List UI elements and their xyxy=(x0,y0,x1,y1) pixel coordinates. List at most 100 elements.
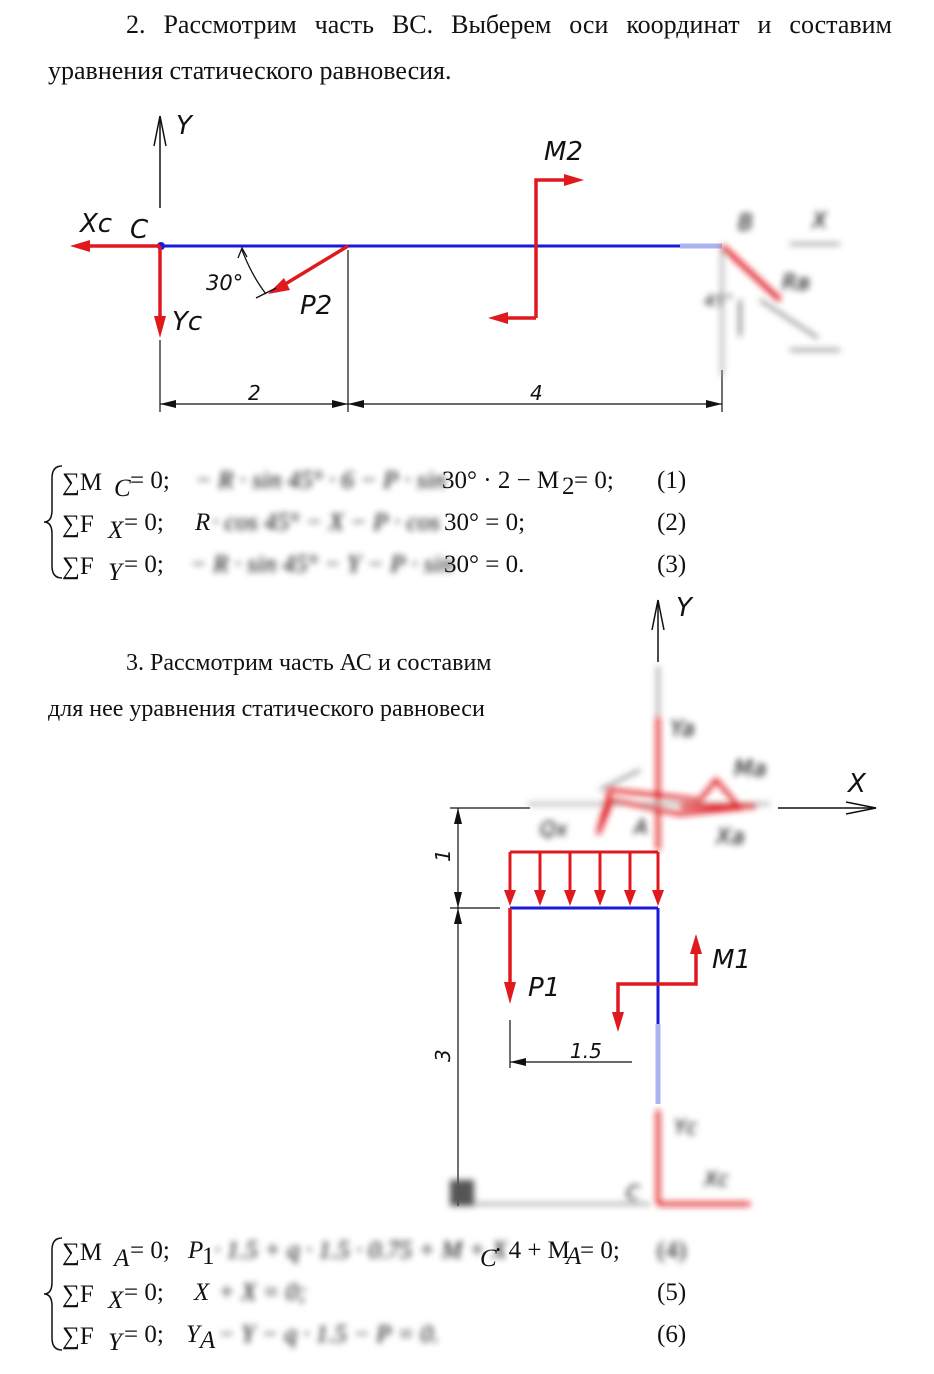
eq4-p-sub: 1 xyxy=(202,1243,215,1270)
eq4-end: = 0; xyxy=(580,1237,620,1264)
eq2-right: 30° = 0; xyxy=(444,509,525,536)
blur-xc: Xc xyxy=(703,1167,729,1191)
blur-ma: Ma xyxy=(734,757,766,782)
x-axis2-arrowhead xyxy=(845,801,877,815)
para2-line1: 2. Рассмотрим часть ВС. Выберем оси коор… xyxy=(126,10,892,39)
eq2-sum: ∑F xyxy=(62,511,94,538)
eq1-hidden: − R · sin 45° · 6 − P · sin xyxy=(195,467,446,494)
eq6-sum: ∑F xyxy=(62,1323,94,1350)
blur-b: B xyxy=(738,211,753,236)
para3-line1: 3. Рассмотрим часть АС и составим xyxy=(126,650,492,676)
blur-rb: Rв xyxy=(782,271,810,296)
dim-2-label: 2 xyxy=(248,381,261,405)
eq6-hidden: − Y − q · 1.5 − P = 0. xyxy=(218,1321,439,1348)
support-a-blurred: Ya Ma Xa A Qx xyxy=(528,666,770,850)
force-p1-arrowhead xyxy=(504,982,516,1004)
y-axis-arrowhead xyxy=(153,115,167,147)
eq3-mid: = 0; xyxy=(124,551,164,578)
blur-45: 45° xyxy=(704,291,732,310)
blur-ya: Ya xyxy=(670,717,695,742)
eq4-sum: ∑M xyxy=(62,1239,102,1266)
moment-m1-path xyxy=(616,946,698,1020)
eq4-c: C xyxy=(480,1245,497,1272)
eq5-mid: = 0; xyxy=(124,1279,164,1306)
blur-xa: Xa xyxy=(715,825,745,850)
eq1-end: = 0; xyxy=(574,467,614,494)
eq3-number: (3) xyxy=(657,551,686,578)
system2-brace xyxy=(43,1237,63,1351)
support-c-blurred: Yc Xc C xyxy=(450,1110,750,1206)
blur-a: A xyxy=(632,815,648,839)
p1-label: P1 xyxy=(528,973,560,1003)
blur-c: C xyxy=(626,1181,640,1205)
blur-yc: Yc xyxy=(674,1115,697,1139)
blur-x: X xyxy=(811,209,828,234)
eq4-number: (4) xyxy=(657,1237,686,1264)
dim2-1-label: 1 xyxy=(431,849,455,862)
para2-line2: уравнения статического равновесия. xyxy=(48,56,452,85)
equation-system-1: ∑M C = 0; − R · sin 45° · 6 − P · sin 30… xyxy=(43,465,686,586)
force-yc-arrowhead xyxy=(154,316,166,338)
eq6-y: Y xyxy=(186,1321,203,1348)
eq2-sub: X xyxy=(107,517,125,544)
eq2-mid: = 0; xyxy=(124,509,164,536)
support-b-blurred: B X Rв 45° xyxy=(704,209,840,376)
angle-arc xyxy=(241,249,267,295)
moment-m2-arrowhead-bottom xyxy=(488,312,508,324)
eq4-p: P xyxy=(187,1237,203,1264)
m1-label: M1 xyxy=(712,945,751,975)
force-p2-arrowhead xyxy=(268,278,290,294)
eq3-right: 30° = 0. xyxy=(444,551,524,578)
moment-m1-arrowhead-top xyxy=(690,934,702,954)
eq6-sub: Y xyxy=(108,1329,125,1356)
diagram-bc: Y Xc C Yc P2 30° M2 2 xyxy=(70,111,840,412)
eq4-right-sub: A xyxy=(564,1243,582,1270)
moment-m2-arrowhead-top xyxy=(564,174,584,186)
yc-label: Yc xyxy=(172,307,202,337)
eq2-number: (2) xyxy=(657,509,686,536)
eq4-mid: = 0; xyxy=(130,1237,170,1264)
eq6-number: (6) xyxy=(657,1321,686,1348)
diagram-ac: Y X 1 3 1.5 xyxy=(431,593,877,1206)
force-xc-arrowhead xyxy=(70,240,90,252)
dim15-label: 1.5 xyxy=(570,1039,602,1063)
distributed-load-arrowheads xyxy=(504,890,664,906)
eq5-sum: ∑F xyxy=(62,1281,94,1308)
eq1-sum: ∑M xyxy=(62,469,102,496)
dim2-3-label: 3 xyxy=(431,1049,455,1062)
eq5-x: X xyxy=(193,1279,211,1306)
eq6-mid: = 0; xyxy=(124,1321,164,1348)
eq1-sub: C xyxy=(114,475,131,502)
moment-m1-arrowhead-bottom xyxy=(612,1012,624,1032)
eq1-number: (1) xyxy=(657,467,686,494)
m2-label: M2 xyxy=(544,137,583,167)
y-axis-label: Y xyxy=(176,111,194,141)
eq3-hidden: − R · sin 45° − Y − P · sin xyxy=(190,551,453,578)
moment-m2-path xyxy=(534,178,572,318)
dim2-arrowheads xyxy=(454,808,462,924)
point-c-label: C xyxy=(130,215,149,245)
blur-qx: Qx xyxy=(540,817,568,841)
eq3-sub: Y xyxy=(108,559,125,586)
distributed-load-arrows xyxy=(508,852,660,894)
angle-label: 30° xyxy=(206,271,243,295)
para3-line2: для нее уравнения статического равновеси xyxy=(48,696,485,722)
eq2-r: R xyxy=(194,509,210,536)
dim15-arrowhead xyxy=(510,1058,526,1066)
y-axis2-arrowhead xyxy=(651,599,665,631)
eq1-right-sub: 2 xyxy=(562,473,575,500)
eq1-right: 30° · 2 − M xyxy=(442,467,559,494)
eq2-hidden: · cos 45° − X − P · cos xyxy=(212,509,440,536)
eq3-sum: ∑F xyxy=(62,553,94,580)
dim-4-label: 4 xyxy=(530,381,543,405)
eq4-sub: A xyxy=(112,1245,130,1272)
eq4-right: · 4 + M xyxy=(494,1237,570,1264)
eq5-number: (5) xyxy=(657,1279,686,1306)
system1-brace xyxy=(43,465,63,579)
angle-arc-arrow xyxy=(237,246,248,259)
eq4-hidden: · 1.5 + q · 1.5 · 0.75 + M + X xyxy=(214,1237,509,1264)
p2-label: P2 xyxy=(300,291,332,321)
y-axis2-label: Y xyxy=(676,593,694,623)
eq1-mid: = 0; xyxy=(130,467,170,494)
